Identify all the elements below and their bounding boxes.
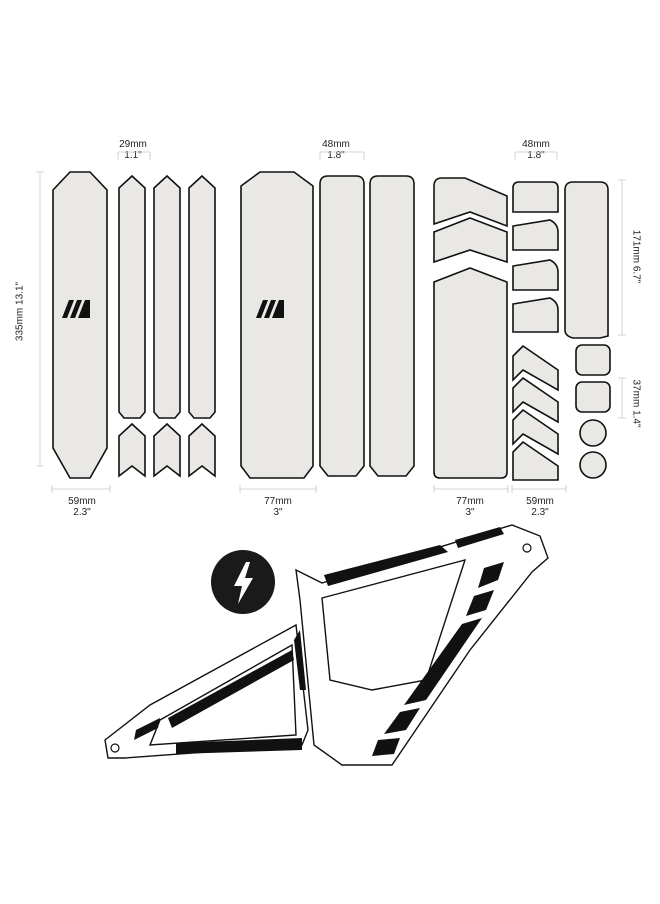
strip-pad-long [118,174,146,419]
rounded-pad-tall [433,267,508,479]
small-pad [512,259,559,291]
dim-inch-label: 2.3" [531,507,549,518]
hex-pad-large [240,171,314,479]
round-pad [579,419,607,447]
dim-inch-label: 1.8" [527,150,545,161]
dim-inch-label: 3" [273,507,283,518]
rounded-pad-medium [564,181,609,339]
dim-top-48b: 48mm 1.8" [519,139,553,161]
dim-inch-label: 1.1" [124,150,142,161]
arrow-pad [512,408,559,456]
strip-pad-long [188,174,216,419]
ams-logo-icon [62,300,90,318]
small-pad [512,219,559,251]
small-pad [512,181,559,213]
dim-top-48a: 48mm 1.8" [319,139,353,161]
dropout-hole [110,743,120,753]
dim-mm-label: 77mm [264,496,292,507]
dim-bottom-59b: 59mm 2.3" [520,496,560,518]
hex-pad-large [52,171,108,479]
dim-mm-label: 59mm [526,496,554,507]
dim-top-29: 29mm 1.1" [116,139,150,161]
square-pad [575,381,611,413]
dim-inch-label: 3" [465,507,475,518]
dim-mm-label: 48mm [522,139,550,150]
arrow-pad [512,376,559,424]
dim-mm-label: 77mm [456,496,484,507]
small-pad [512,297,559,333]
head-tube-hole [522,543,532,553]
arrow-pad [512,440,559,481]
chevron-pad [153,422,181,478]
round-pad [579,451,607,479]
dim-mm-label: 59mm [68,496,96,507]
dim-inch-label: 1.8" [327,150,345,161]
bike-frame [104,524,549,766]
dim-bottom-77a: 77mm 3" [258,496,298,518]
chevron-pad [118,422,146,478]
strip-pad-long [153,174,181,419]
chevron-pad-wide [433,177,508,228]
ams-logo-icon [256,300,284,318]
chevron-pad [188,422,216,478]
rounded-pad-long [319,175,365,477]
lightning-bolt-icon [234,562,253,604]
chevron-pad-wide [433,217,508,264]
dim-mm-label: 29mm [119,139,147,150]
dim-bottom-59a: 59mm 2.3" [62,496,102,518]
dim-bottom-77b: 77mm 3" [450,496,490,518]
dim-mm-label: 48mm [322,139,350,150]
dim-inch-label: 2.3" [73,507,91,518]
arrow-pad [512,344,559,392]
rounded-pad-long [369,175,415,477]
square-pad [575,344,611,376]
dimension-guides [36,151,626,493]
frame-protection-strips [134,527,504,756]
